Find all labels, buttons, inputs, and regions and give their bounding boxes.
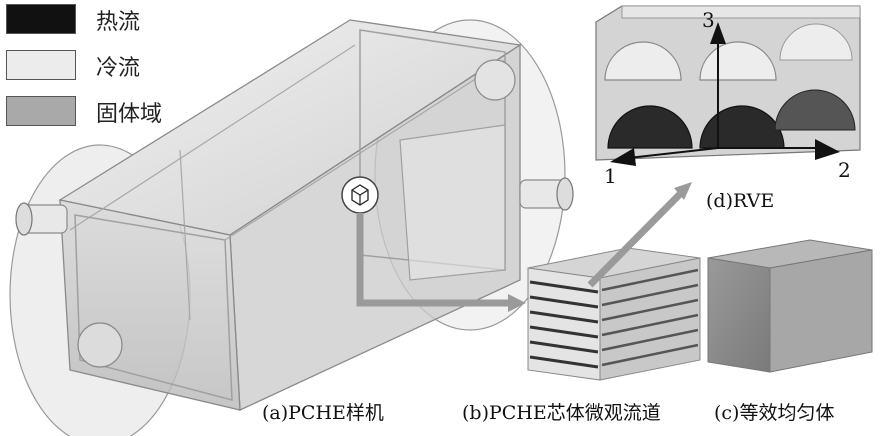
hot-channel-back (774, 89, 856, 131)
pche-core-channels (527, 247, 701, 381)
caption-equivalent-body: (c)等效均匀体 (714, 402, 835, 424)
nozzle-left (15, 202, 68, 236)
legend-swatch-cold-flow (6, 50, 76, 80)
axis-3-arrowhead (710, 22, 726, 44)
rve-marker-cube (341, 176, 379, 214)
axis-1-line (627, 147, 719, 159)
rve-unit-cell (595, 5, 861, 166)
inner-frame-front (74, 214, 233, 401)
cold-channel-back (779, 23, 853, 61)
equivalent-homogeneous-body (707, 239, 873, 373)
axis-label-2: 2 (838, 158, 851, 182)
hot-channel-left (607, 105, 693, 149)
pche-prototype (9, 19, 574, 436)
axis-label-3: 3 (702, 8, 715, 32)
caption-rve: (d)RVE (706, 190, 775, 212)
legend-label-solid-domain: 固体域 (96, 102, 163, 127)
caption-pche-prototype: (a)PCHE样机 (262, 402, 384, 424)
inner-window-rear (399, 124, 506, 281)
nozzle-right (519, 177, 574, 211)
legend-label-hot-flow: 热流 (96, 10, 141, 35)
legend-swatch-hot-flow (6, 4, 76, 34)
legend-swatch-solid-domain (6, 96, 76, 126)
cold-channel-left (604, 41, 682, 81)
hot-channel-middle (699, 105, 785, 149)
legend-label-cold-flow: 冷流 (96, 56, 141, 81)
axis-label-1: 1 (604, 164, 617, 188)
nozzle-bottom-front (77, 322, 123, 368)
axis-2-arrowhead (815, 139, 840, 160)
caption-pche-core-channels: (b)PCHE芯体微观流道 (462, 402, 661, 424)
arrow-a-to-b (356, 213, 526, 312)
nozzle-top-rear (474, 59, 516, 101)
axis-1-arrowhead (610, 148, 636, 166)
arrow-b-to-d (587, 182, 692, 288)
